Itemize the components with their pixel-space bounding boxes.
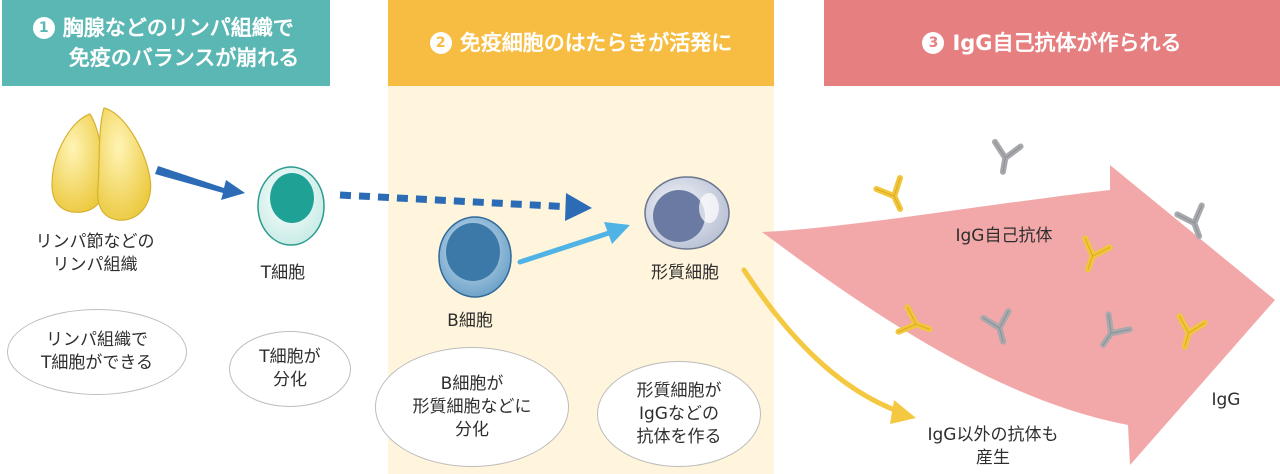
step3-title: IgG自己抗体が作られる	[952, 31, 1182, 55]
arrow-other-antibodies	[741, 267, 903, 415]
t-cell-icon	[257, 166, 325, 246]
bubble2-line1: T細胞が	[259, 347, 321, 367]
igg-label: IgG	[1211, 390, 1241, 410]
lymph-organ-label-line2: リンパ組織	[52, 255, 138, 275]
bubble4-line2: IgGなどの	[639, 403, 719, 424]
step2-title: 免疫細胞のはたらきが活発に	[459, 31, 733, 55]
step1-title-line1: 胸腺などのリンパ組織で	[62, 16, 294, 40]
bubble2-line2: 分化	[272, 370, 307, 390]
lymph-organ-label-line1: リンパ節などの	[35, 232, 155, 252]
t-cell-label: T細胞	[260, 263, 306, 283]
dashed-arrow-to-plasma	[339, 191, 573, 211]
explanation-bubble-3: B細胞が 形質細胞などに 分化	[375, 347, 569, 467]
plasma-cell-icon	[644, 176, 730, 250]
igg-antibody-icon	[990, 142, 1020, 174]
b-cell-icon	[438, 216, 512, 298]
bubble4-line3: 抗体を作る	[636, 426, 722, 447]
plasma-cell-label: 形質細胞	[651, 263, 719, 283]
bubble1-line1: リンパ組織で	[45, 330, 148, 350]
bubble4-line1: 形質細胞が	[636, 380, 722, 401]
bubble3-line3: 分化	[455, 419, 489, 440]
big-flow-arrow	[762, 165, 1275, 465]
step2-number-badge: 2	[429, 32, 452, 54]
explanation-bubble-2: T細胞が 分化	[229, 331, 351, 407]
explanation-bubble-4: 形質細胞が IgGなどの 抗体を作る	[597, 361, 761, 467]
step1-header: 1 胸腺などのリンパ組織で 免疫のバランスが崩れる	[2, 0, 330, 86]
step3-number-badge: 3	[922, 32, 945, 54]
arrow-to-t-cell	[155, 166, 245, 200]
lymph-organ-label: リンパ節などの リンパ組織	[20, 231, 170, 277]
step1-number-badge: 1	[32, 17, 55, 39]
other-antibodies-line1: IgG以外の抗体も	[927, 425, 1059, 445]
step2-header: 2 免疫細胞のはたらきが活発に	[388, 0, 774, 86]
thymus-icon	[51, 107, 152, 221]
other-antibodies-line2: 産生	[976, 448, 1010, 468]
arrow-b-to-plasma	[517, 229, 615, 265]
step1-title-line2: 免疫のバランスが崩れる	[68, 46, 300, 70]
bubble3-line2: 形質細胞などに	[412, 396, 532, 417]
other-antibodies-label: IgG以外の抗体も 産生	[898, 424, 1088, 470]
b-cell-label: B細胞	[447, 311, 493, 331]
explanation-bubble-1: リンパ組織で T細胞ができる	[7, 309, 187, 395]
igg-autoantibody-icon	[876, 178, 911, 214]
bubble3-line1: B細胞が	[440, 373, 504, 394]
igg-autoantibody-label: IgG自己抗体	[955, 226, 1053, 246]
step3-header: 3 IgG自己抗体が作られる	[824, 0, 1280, 86]
bubble1-line2: T細胞ができる	[40, 353, 154, 373]
